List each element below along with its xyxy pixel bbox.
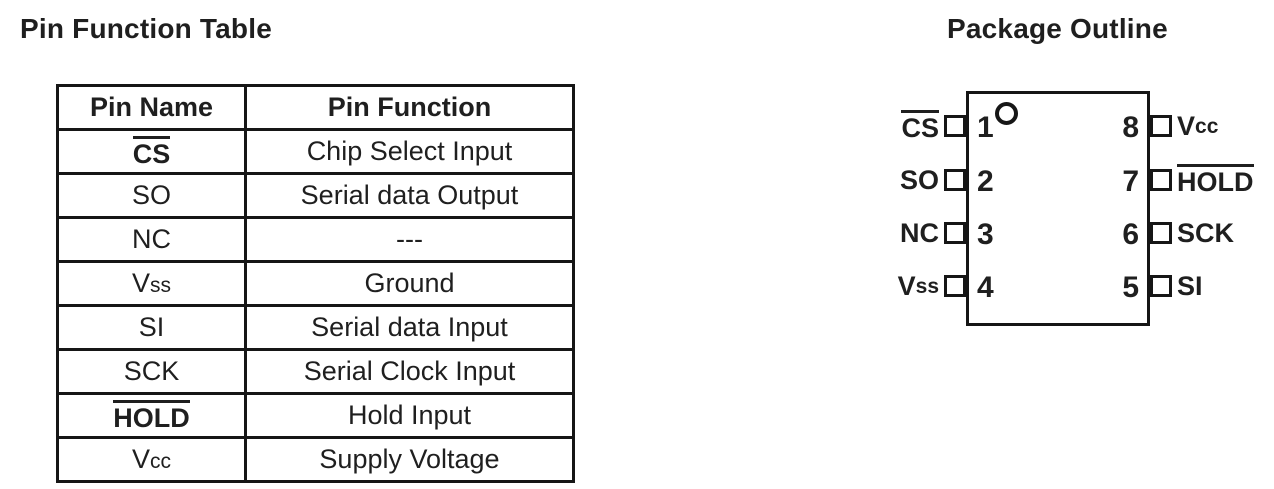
pin-function-cell: Serial Clock Input bbox=[244, 348, 575, 395]
pin-label-hold-overline: HOLD bbox=[1177, 164, 1254, 196]
pin-label-vcc-base: V bbox=[1177, 110, 1196, 141]
pin-function-table: Pin Name Pin Function CS Chip Select Inp… bbox=[56, 84, 575, 483]
pin-label-nc: NC bbox=[900, 217, 939, 248]
pin-square-1 bbox=[944, 115, 966, 137]
pin-name-hold-overline: HOLD bbox=[113, 399, 190, 432]
pin-label-vss-suffix: ss bbox=[915, 274, 939, 298]
pin-label-sck: SCK bbox=[1177, 217, 1235, 248]
pin-label-cs: CS bbox=[807, 110, 939, 142]
pin-label-cs-overline: CS bbox=[901, 110, 939, 142]
pin-number-2: 2 bbox=[977, 165, 994, 198]
pin-function-cell: Chip Select Input bbox=[244, 128, 575, 175]
pin-name-vss-base: V bbox=[131, 268, 150, 298]
pin-function-cell: Supply Voltage bbox=[244, 436, 575, 483]
pin-name-cell: Vss bbox=[56, 260, 247, 307]
pin-square-8 bbox=[1150, 115, 1172, 137]
table-row: SCK Serial Clock Input bbox=[56, 348, 575, 395]
pin-label-vss-base: V bbox=[897, 270, 916, 301]
pin-label-hold: HOLD bbox=[1177, 164, 1274, 196]
table-row: Vcc Supply Voltage bbox=[56, 436, 575, 483]
pin-number-6: 6 bbox=[1122, 218, 1139, 251]
table-row: NC --- bbox=[56, 216, 575, 263]
pin-name-cell: Vcc bbox=[56, 436, 247, 483]
table-row: HOLD Hold Input bbox=[56, 392, 575, 439]
pin-name-cell: CS bbox=[56, 128, 247, 175]
table-row: Vss Ground bbox=[56, 260, 575, 307]
pin-function-cell: Ground bbox=[244, 260, 575, 307]
table-header-row: Pin Name Pin Function bbox=[56, 84, 575, 131]
pin-number-7: 7 bbox=[1122, 165, 1139, 198]
header-pin-function: Pin Function bbox=[244, 84, 575, 131]
pin-square-5 bbox=[1150, 275, 1172, 297]
pin-name-cell: NC bbox=[56, 216, 247, 263]
table-row: SI Serial data Input bbox=[56, 304, 575, 351]
table-row: SO Serial data Output bbox=[56, 172, 575, 219]
pin-name-cell: SO bbox=[56, 172, 247, 219]
table-row: CS Chip Select Input bbox=[56, 128, 575, 175]
pin-square-6 bbox=[1150, 222, 1172, 244]
pin-name-vcc-base: V bbox=[131, 444, 150, 474]
pin-number-1: 1 bbox=[977, 111, 994, 144]
pin-number-5: 5 bbox=[1122, 271, 1139, 304]
pin-name-cell: HOLD bbox=[56, 392, 247, 439]
header-pin-name: Pin Name bbox=[56, 84, 247, 131]
pin-name-cs-overline: CS bbox=[132, 135, 171, 168]
pin-label-si: SI bbox=[1177, 270, 1203, 301]
pin-function-cell: Serial data Output bbox=[244, 172, 575, 219]
pin-name-cell: SI bbox=[56, 304, 247, 351]
pin-square-3 bbox=[944, 222, 966, 244]
pin-name-vcc-suffix: cc bbox=[150, 450, 171, 473]
pin-name-vss-suffix: ss bbox=[150, 274, 171, 297]
pin-name-cell: SCK bbox=[56, 348, 247, 395]
pin-number-4: 4 bbox=[977, 271, 994, 304]
pin-label-so: SO bbox=[899, 164, 939, 195]
pin-function-table-title: Pin Function Table bbox=[20, 13, 272, 44]
pin-number-3: 3 bbox=[977, 218, 994, 251]
pin-function-cell: Hold Input bbox=[244, 392, 575, 439]
pin-function-cell: --- bbox=[244, 216, 575, 263]
pin-label-vcc-suffix: cc bbox=[1195, 114, 1219, 138]
pin-number-8: 8 bbox=[1122, 111, 1139, 144]
pin1-indicator-circle bbox=[995, 102, 1018, 125]
package-outline-title: Package Outline bbox=[947, 13, 1168, 44]
pin-function-cell: Serial data Input bbox=[244, 304, 575, 351]
pin-square-4 bbox=[944, 275, 966, 297]
pin-square-7 bbox=[1150, 169, 1172, 191]
pin-square-2 bbox=[944, 169, 966, 191]
